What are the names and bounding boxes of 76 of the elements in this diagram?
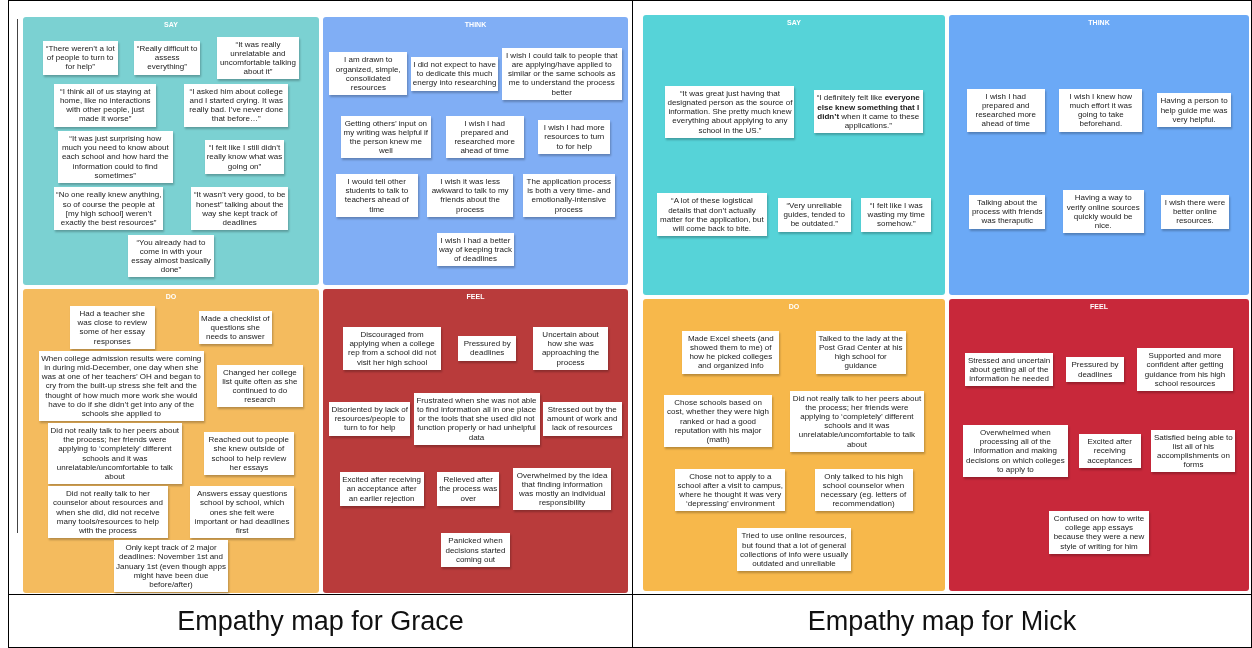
sticky-note: Excited after receiving an acceptance after an earlier rejection — [339, 472, 424, 506]
sticky-note: Supported and more confident after getting guidance from his high school resources — [1137, 348, 1233, 391]
sticky-note: I wish there were better online resources. — [1160, 195, 1229, 229]
sticky-note: I am drawn to organized, simple, consolidated resources — [329, 52, 408, 96]
quadrant-panel — [643, 15, 945, 295]
sticky-note: I did not expect to have to dedicate this much energy into researching — [410, 57, 499, 91]
sticky-note: “I felt like I still didn’t really know what was going on” — [204, 140, 285, 174]
quadrant-panel — [643, 299, 945, 591]
sticky-note: “It was just surprising how much you need to know about each school and how hard the information could to find sometimes” — [57, 131, 173, 183]
sticky-note: “It was really unrelatable and uncomfortable talking about it” — [216, 36, 300, 80]
sticky-note: Chose not to apply to a school after a visit to campus, where he thought it was very ‘depressing’ environment — [675, 468, 786, 512]
sticky-note: Made a checklist of questions she needs to answer — [198, 310, 273, 345]
sticky-note: Discouraged from applying when a college rep from a school did not visit her high school — [342, 327, 442, 370]
sticky-note: I wish it was less awkward to talk to my friends about the process — [427, 174, 513, 217]
sticky-note: Chose schools based on cost, whether they were high ranked or had a good reputation with his major (math) — [664, 395, 772, 448]
sticky-note: I wish I knew how much effort it was going to take beforehand. — [1059, 88, 1143, 132]
sticky-note: “It wasn’t very good, to be honest” talking about the way she kept track of deadlines — [191, 187, 289, 231]
sticky-note: Changed her college list quite often as she continued to do research — [216, 364, 304, 408]
sticky-note: Disoriented by lack of resources/people to turn to for help — [329, 401, 411, 436]
sticky-note: “I felt like I was wasting my time somehow.” — [861, 198, 932, 232]
sticky-note: “I think all of us staying at home, like no interactions with other people, just made it worse” — [54, 83, 157, 127]
map-label: Empathy map for Mick — [807, 605, 1077, 637]
sticky-note: Relieved after the process was over — [437, 472, 500, 506]
sticky-note: Stressed and uncertain about getting all of the information he needed — [965, 352, 1053, 387]
sticky-note: “You already had to come in with your essay almost basically done” — [128, 234, 214, 278]
sticky-note: Had a teacher she was close to review some of her essay responses — [69, 306, 155, 349]
sticky-note: “Very unreliable guides, tended to be outdated.” — [777, 198, 851, 232]
sticky-note: Did not really talk to her peers about the process; her friends were applying to ‘completely’ different schools and it was unrelatable/uncomfortable to talk about — [48, 423, 182, 485]
sticky-note: Excited after receiving acceptances — [1078, 434, 1141, 468]
sticky-note: Did not really talk to her counselor about resources and when she did, did not receive many tools/resources to help with the process — [47, 486, 169, 539]
sticky-note: Pressured by deadlines — [1066, 357, 1125, 382]
map-label: Empathy map for Grace — [177, 605, 464, 637]
sticky-note: Talking about the process with friends was theraputic — [969, 195, 1046, 229]
sticky-note: Uncertain about how she was approaching the process — [533, 327, 609, 370]
sticky-note: Stressed out by the amount of work and lack of resources — [542, 401, 622, 436]
quadrant-panel — [23, 17, 319, 285]
sticky-note: “No one really knew anything, so of course the people at [my high school] weren’t exactly the best resources” — [53, 187, 164, 231]
sticky-note: Made Excel sheets (and showed them to me) of how he picked colleges and organized info — [682, 330, 780, 374]
sticky-note: Only kept track of 2 major deadlines: November 1st and January 1st (even though apps might have been due before/after) — [113, 540, 228, 593]
sticky-note: “I asked him about college and I started crying. It was really bad. I’ve never done that before…” — [184, 83, 288, 127]
sticky-note: I wish I had prepared and researched more ahead of time — [445, 115, 524, 159]
sticky-note: Tried to use online resources, but found that a lot of general collections of info were usually outdated and unreliable — [736, 528, 852, 572]
sticky-note: When college admission results were coming in during mid-December, one day when she was at one of her teachers’ OH and began to cry from the built-up stress she felt and the thought of how much more work she would have to do if she didn’t get into any of the schools she applied to — [38, 350, 204, 422]
sticky-note: “I definitely felt like everyone else knew something that I didn’t when it came to these applications.” — [813, 90, 923, 134]
sticky-note: The application process is both a very time- and emotionally-intensive process — [522, 174, 616, 217]
sticky-note: Satisfied being able to list all of his accomplishments on forms — [1151, 429, 1236, 473]
quadrant-panel — [23, 289, 319, 593]
table-cell — [632, 0, 1252, 648]
sticky-note: I wish I could talk to people that are applying/have applied to similar or the same schools as me to understand the process better — [501, 47, 622, 100]
sticky-note: “It was great just having that designated person as the source of information. She pretty much knew everything about applying to any school in the US.” — [665, 85, 795, 138]
table-cell — [8, 0, 633, 648]
sticky-note: I wish I had more resources to turn to for help — [538, 120, 611, 154]
quadrant-panel — [949, 15, 1249, 295]
sticky-note: Reached out to people she knew outside of school to help review her essays — [203, 432, 294, 475]
sticky-note: Confused on how to write college app essays because they were a new style of writing for him — [1048, 511, 1150, 554]
sticky-note: Getting others’ input on my writing was helpful if the person knew me well — [340, 115, 431, 159]
sticky-note: “Really difficult to assess everything” — [134, 41, 200, 75]
quadrant-panel — [323, 17, 628, 285]
sticky-note: Did not really talk to her peers about the process; her friends were applying to ‘completely’ different schools and it was unrelatable/uncomfortable to talk about — [790, 390, 924, 452]
sticky-note: Panicked when decisions started coming out — [441, 533, 510, 567]
sticky-note: Answers essay questions school by school, which ones she felt were important or had deadlines first — [189, 486, 295, 539]
sticky-note: “A lot of these logistical details that don’t actually matter for the application, but will come back to bite. — [656, 193, 767, 237]
sticky-note: Only talked to his high school counselor when necessary (eg. letters of recommendation) — [814, 468, 913, 512]
sticky-note: Overwhelmed by the idea that finding information was mostly an individual responsibility — [512, 467, 612, 511]
sticky-note: Pressured by deadlines — [458, 336, 517, 361]
sticky-note: Talked to the lady at the Post Grad Center at his high school for guidance — [815, 330, 906, 374]
sticky-note: I wish I had prepared and researched more ahead of time — [966, 88, 1045, 132]
sticky-note: Having a way to verify online sources quickly would be nice. — [1062, 190, 1144, 234]
sticky-note: “There weren’t a lot of people to turn to for help” — [42, 41, 118, 75]
quadrant-panel — [949, 299, 1249, 591]
sticky-note: I wish I had a better way of keeping track of deadlines — [436, 232, 515, 267]
sticky-note: Overwhelmed when processing all of the information and making decisions on which colleges to apply to — [962, 425, 1069, 477]
quadrant-panel — [323, 289, 628, 593]
sticky-note: Having a person to help guide me was very helpful. — [1156, 93, 1232, 127]
sticky-note: Frustrated when she was not able to find information all in one place or the tools that she used did not function properly or had unhelpful data — [413, 392, 540, 445]
sticky-note: I would tell other students to talk to teachers ahead of time — [335, 174, 418, 217]
